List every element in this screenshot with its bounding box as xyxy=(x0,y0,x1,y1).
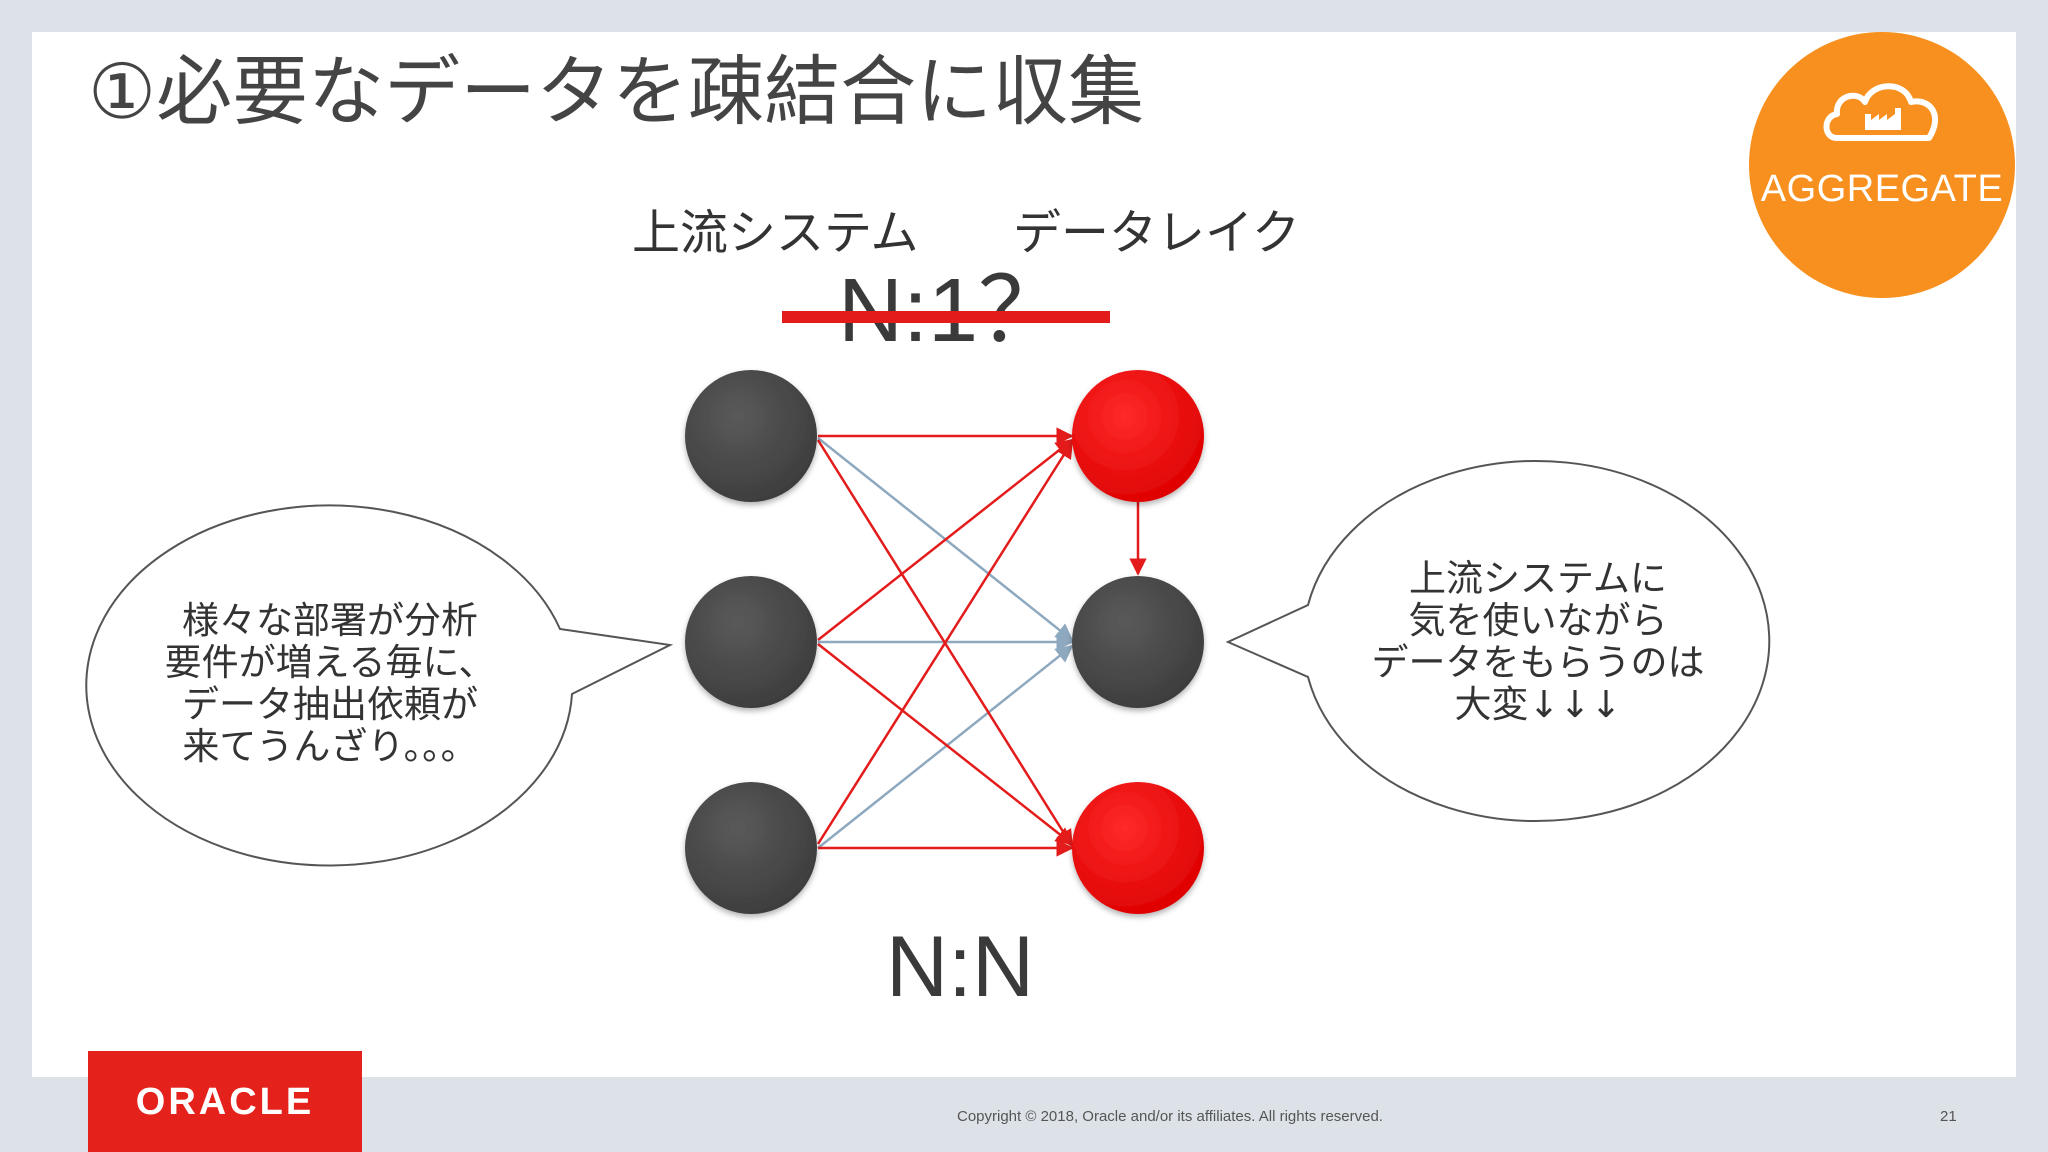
left-bubble-text: 様々な部署が分析 要件が増える毎に、 データ抽出依頼が 来てうんざり。。。 xyxy=(145,600,515,768)
right-bubble-line: 上流システムに xyxy=(1409,557,1667,600)
right-bubble-line: 気を使いながら xyxy=(1408,599,1668,642)
slide-title: ①必要なデータを疎結合に収集 xyxy=(88,47,1145,136)
edge-red xyxy=(817,438,1074,641)
left-speech-bubble xyxy=(85,504,674,867)
right-speech-bubble xyxy=(1225,460,1771,822)
upstream-node xyxy=(685,370,817,502)
upstream-node xyxy=(685,576,817,708)
right-bubble-line: 大変↓↓↓ xyxy=(1454,683,1622,726)
left-bubble-line: 来てうんざり。。。 xyxy=(182,725,478,768)
datalake-node xyxy=(1072,576,1204,708)
oracle-logo: ORACLE xyxy=(88,1051,362,1152)
aggregate-badge-label: AGGREGATE xyxy=(1760,168,2004,210)
cloud-factory-icon xyxy=(1823,83,1938,141)
datalake-node-red xyxy=(1072,370,1204,502)
edge-red xyxy=(816,440,1074,845)
edge-red xyxy=(817,643,1074,846)
edge-blue xyxy=(817,644,1074,849)
upstream-system-label: 上流システム xyxy=(632,205,919,261)
left-bubble-line: データ抽出依頼が xyxy=(182,683,478,726)
nn-ratio-label: N:N xyxy=(886,919,1035,1015)
oracle-logo-text: ORACLE xyxy=(135,1081,315,1123)
copyright-text: Copyright © 2018, Oracle and/or its affi… xyxy=(957,1108,1383,1125)
datalake-node-red xyxy=(1072,782,1204,914)
right-bubble-line: データをもらうのは xyxy=(1371,641,1705,684)
left-bubble-line: 様々な部署が分析 xyxy=(182,599,478,642)
upstream-node xyxy=(685,782,817,914)
page-number: 21 xyxy=(1940,1108,1957,1125)
left-bubble-line: 要件が増える毎に、 xyxy=(164,641,496,684)
right-bubble-text: 上流システムに 気を使いながら データをもらうのは 大変↓↓↓ xyxy=(1358,558,1718,726)
aggregate-badge: AGGREGATE xyxy=(1749,32,2015,298)
datalake-label: データレイク xyxy=(1013,205,1301,261)
